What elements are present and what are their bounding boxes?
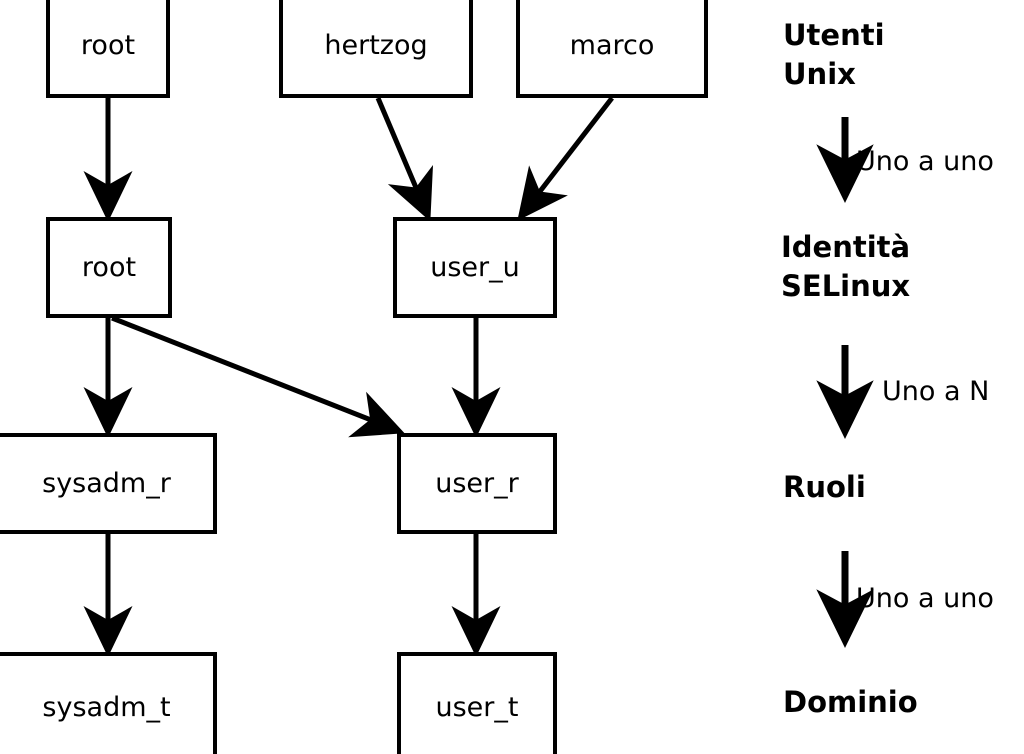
node-label: sysadm_r — [42, 468, 171, 499]
legend-level-dominio: Dominio — [783, 685, 918, 719]
node-label: marco — [569, 29, 655, 61]
legend-level-identita-selinux: Identità SELinux — [781, 230, 911, 303]
legend-level-ruoli: Ruoli — [783, 470, 866, 504]
legend-relation-uno-a-n: Uno a N — [882, 376, 990, 407]
node-domain-sysadm-t[interactable]: sysadm_t — [0, 652, 217, 754]
legend-level-utenti-unix: Utenti Unix — [783, 18, 885, 91]
node-label: user_t — [435, 691, 519, 723]
node-label: root — [80, 29, 136, 61]
node-unix-hertzog[interactable]: hertzog — [279, 0, 473, 98]
node-domain-user-t[interactable]: user_t — [397, 652, 557, 754]
node-label: user_r — [435, 468, 519, 499]
edge-id-root-to-user-r — [111, 315, 405, 438]
node-identity-user-u[interactable]: user_u — [393, 217, 557, 318]
node-label: sysadm_t — [42, 691, 171, 723]
node-role-user-r[interactable]: user_r — [397, 433, 557, 534]
node-label: user_u — [430, 252, 520, 283]
edge-marco-to-user-u — [517, 96, 614, 221]
node-role-sysadm-r[interactable]: sysadm_r — [0, 433, 217, 534]
node-unix-root[interactable]: root — [46, 0, 170, 98]
node-identity-root[interactable]: root — [46, 217, 172, 318]
legend-relation-uno-a-uno-2: Uno a uno — [856, 583, 994, 614]
node-label: hertzog — [324, 29, 428, 61]
diagram-edges — [83, 96, 614, 658]
node-unix-marco[interactable]: marco — [516, 0, 708, 98]
legend-relation-uno-a-uno-1: Uno a uno — [856, 146, 994, 177]
edge-hertzog-to-user-u — [375, 97, 434, 222]
node-label: root — [81, 252, 137, 283]
